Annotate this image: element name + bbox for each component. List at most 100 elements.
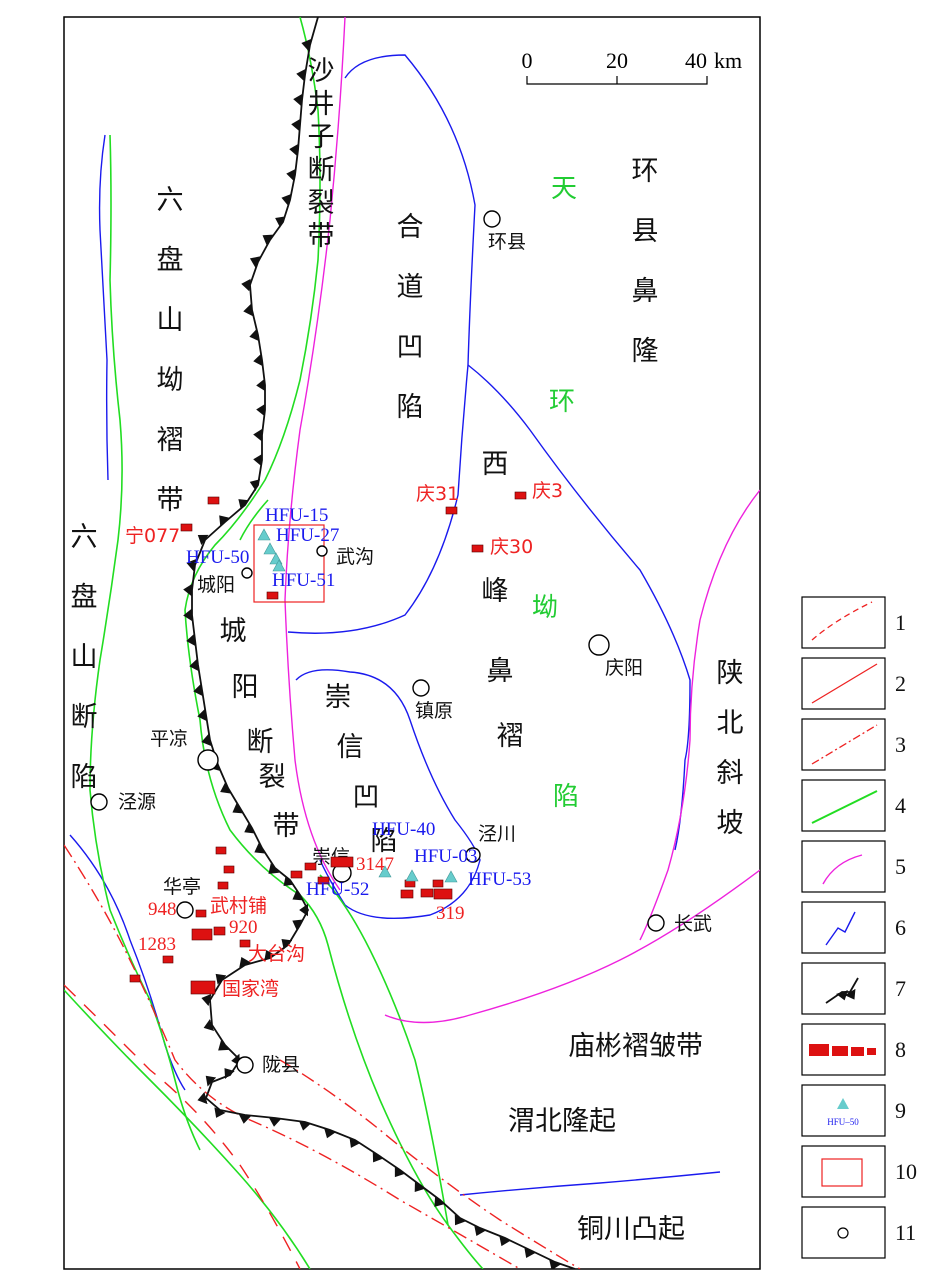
coal-marker bbox=[317, 876, 330, 885]
coal-marker bbox=[304, 862, 317, 871]
coal-marker bbox=[129, 974, 141, 983]
legend-symbol-2 bbox=[811, 663, 878, 704]
region-chengyang-1: 城 bbox=[220, 616, 247, 647]
town-marker-chengyang bbox=[241, 567, 253, 579]
town-wugou: 武沟 bbox=[336, 546, 374, 568]
coal-marker bbox=[180, 523, 193, 532]
coal-marker bbox=[433, 888, 453, 900]
region-shajingzi-2: 井 bbox=[308, 89, 335, 120]
coal-marker bbox=[195, 909, 207, 918]
legend-number-10: 10 bbox=[895, 1159, 917, 1184]
coal-marker bbox=[514, 491, 527, 500]
study-area-box bbox=[253, 524, 325, 603]
coal-marker bbox=[190, 980, 216, 995]
coal-marker bbox=[217, 881, 229, 890]
region-xifeng-3: 鼻 bbox=[487, 656, 514, 687]
region-liupanshan-fold-4: 坳 bbox=[157, 365, 184, 396]
town-marker-longxian bbox=[236, 1056, 254, 1074]
region-liupanshan-dep-3: 山 bbox=[71, 642, 98, 673]
coal-marker bbox=[445, 506, 458, 515]
town-jingyuan: 泾源 bbox=[118, 791, 156, 813]
region-chongxin-4: 陷 bbox=[371, 826, 398, 857]
legend-number-11: 11 bbox=[895, 1220, 916, 1245]
coal-marker bbox=[420, 888, 434, 898]
scale-bar bbox=[526, 76, 708, 85]
region-tianhuan-2: 环 bbox=[549, 387, 575, 417]
legend-number-3: 3 bbox=[895, 732, 906, 757]
region-hedao-2: 道 bbox=[397, 272, 424, 303]
coal-qing30: 庆30 bbox=[490, 536, 533, 558]
legend-symbol-5 bbox=[822, 854, 863, 885]
legend-symbol-11 bbox=[837, 1227, 849, 1239]
town-longxian: 陇县 bbox=[262, 1054, 300, 1076]
region-liupanshan-fold-2: 盘 bbox=[157, 245, 184, 276]
region-tongchuan: 铜川凸起 bbox=[577, 1214, 685, 1245]
region-huanxian-1: 环 bbox=[632, 156, 659, 187]
coal-marker bbox=[213, 926, 226, 936]
coal-wucunpu: 武村铺 bbox=[210, 895, 267, 917]
region-liupanshan-fold-6: 带 bbox=[157, 485, 184, 516]
region-shajingzi-1: 沙 bbox=[308, 56, 335, 87]
coal-guojia: 国家湾 bbox=[222, 978, 279, 1000]
legend-symbol-7 bbox=[825, 977, 859, 1004]
town-marker-changwu bbox=[647, 914, 665, 932]
region-shanbei-1: 陕 bbox=[717, 658, 744, 689]
town-changwu: 长武 bbox=[674, 913, 712, 935]
sample-marker-hfu03 bbox=[405, 869, 419, 882]
legend bbox=[801, 596, 886, 1259]
region-shanbei-2: 北 bbox=[717, 708, 744, 739]
sample-marker-hfu15 bbox=[257, 528, 271, 541]
town-marker-huanxian bbox=[483, 210, 501, 228]
coal-datai: 大台沟 bbox=[248, 943, 305, 965]
sample-hfu03: HFU-03 bbox=[414, 846, 477, 867]
region-xifeng-1: 西 bbox=[482, 449, 509, 480]
legend-number-5: 5 bbox=[895, 854, 906, 879]
region-chongxin-1: 崇 bbox=[325, 682, 352, 713]
region-shanbei-4: 坡 bbox=[717, 808, 744, 839]
region-weibei: 渭北隆起 bbox=[508, 1106, 616, 1137]
town-jingchuan: 泾川 bbox=[478, 823, 516, 845]
region-chengyang-4: 裂 bbox=[259, 762, 286, 793]
sample-hfu52: HFU-52 bbox=[306, 879, 369, 900]
sample-marker-hfu40 bbox=[378, 865, 392, 878]
region-chongxin-2: 信 bbox=[337, 732, 364, 763]
legend-symbol-9 bbox=[837, 1098, 849, 1109]
region-huanxian-3: 鼻 bbox=[632, 276, 659, 307]
coal-1283: 1283 bbox=[138, 934, 176, 955]
region-chongxin-3: 凹 bbox=[353, 782, 380, 813]
coal-marker bbox=[207, 496, 220, 505]
scale-tick-40: 40 bbox=[685, 48, 707, 73]
legend-symbol-10 bbox=[821, 1158, 863, 1187]
scale-unit: km bbox=[714, 48, 742, 73]
coal-marker bbox=[215, 846, 227, 855]
town-zhenyuan: 镇原 bbox=[415, 700, 453, 722]
town-huanxian: 环县 bbox=[488, 231, 526, 253]
sample-hfu40: HFU-40 bbox=[372, 819, 435, 840]
coal-920: 920 bbox=[229, 917, 258, 938]
coal-qing3: 庆3 bbox=[532, 480, 563, 502]
coal-marker bbox=[191, 928, 213, 941]
legend-number-7: 7 bbox=[895, 976, 906, 1001]
coal-marker bbox=[223, 865, 235, 874]
region-chengyang-3: 断 bbox=[247, 727, 274, 758]
coal-marker bbox=[471, 544, 484, 553]
coal-marker bbox=[162, 955, 174, 964]
region-huanxian-2: 县 bbox=[632, 216, 659, 247]
town-pingliang: 平凉 bbox=[150, 728, 188, 750]
region-huanxian-4: 隆 bbox=[632, 336, 659, 367]
region-tianhuan-3: 坳 bbox=[532, 593, 558, 623]
legend-symbol-6 bbox=[825, 911, 856, 946]
town-marker-jingyuan bbox=[90, 793, 108, 811]
legend-number-8: 8 bbox=[895, 1037, 906, 1062]
coal-marker bbox=[266, 591, 279, 600]
town-chengyang: 城阳 bbox=[197, 574, 235, 596]
region-shajingzi-4: 断 bbox=[308, 155, 335, 186]
region-hedao-3: 凹 bbox=[397, 332, 424, 363]
region-chengyang-5: 带 bbox=[273, 811, 300, 842]
region-liupanshan-fold-1: 六 bbox=[157, 185, 184, 216]
town-huating: 华亭 bbox=[163, 876, 201, 898]
legend-symbol-8 bbox=[809, 1044, 876, 1056]
sample-marker-hfu51 bbox=[272, 559, 286, 572]
region-tianhuan-4: 陷 bbox=[553, 782, 579, 812]
